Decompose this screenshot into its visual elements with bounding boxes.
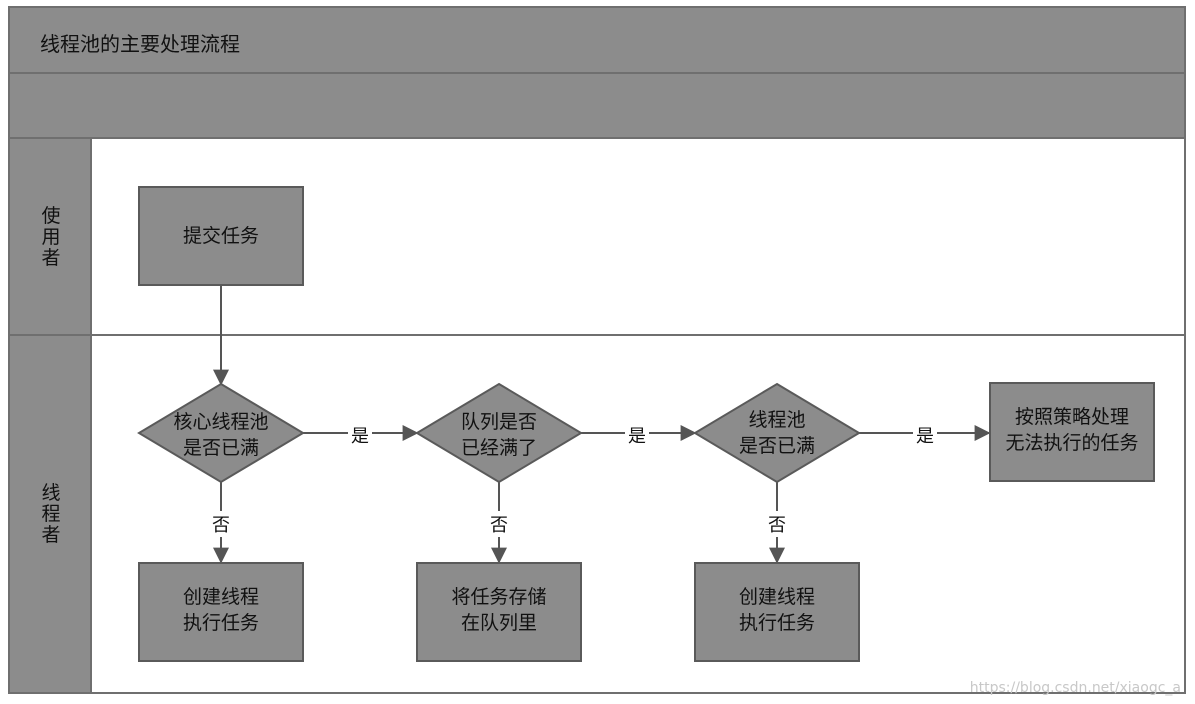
edge-label-pool-no: 否 — [765, 511, 789, 537]
node-create-thread-line1: 创建线程 — [738, 586, 816, 608]
node-core-full-line1: 核心线程池 — [173, 411, 269, 433]
node-core-full: 核心线程池 是否已满 — [173, 409, 268, 461]
node-pool-full-line2: 是否已满 — [738, 435, 816, 457]
node-create-thread-box — [694, 562, 860, 662]
node-pool-full-line1: 线程池 — [748, 409, 806, 431]
node-create-core-line2: 执行任务 — [182, 612, 260, 634]
lane-pool-label: 线程者 — [38, 482, 61, 546]
node-enqueue: 将任务存储 在队列里 — [451, 584, 546, 636]
edge-label-queue-no: 否 — [487, 511, 511, 537]
node-queue-full-line1: 队列是否 — [460, 411, 538, 433]
diagram-title: 线程池的主要处理流程 — [40, 32, 240, 56]
lane-user-label: 使用者 — [38, 205, 61, 268]
subtitle-band — [10, 74, 1184, 139]
node-queue-full-diamond — [415, 382, 583, 484]
node-reject-box — [989, 382, 1155, 482]
node-reject-line1: 按照策略处理 — [1014, 406, 1130, 428]
node-submit-box — [138, 186, 304, 286]
node-queue-full: 队列是否 已经满了 — [461, 409, 537, 461]
node-pool-full-diamond — [693, 382, 861, 484]
edge-label-pool-yes: 是 — [913, 422, 937, 448]
title-band: 线程池的主要处理流程 — [10, 8, 1184, 74]
node-create-core-box — [138, 562, 304, 662]
node-pool-full: 线程池 是否已满 — [739, 407, 815, 459]
node-core-full-line2: 是否已满 — [182, 437, 260, 459]
lane-user: 使用者 — [10, 139, 92, 336]
node-reject-line2: 无法执行的任务 — [1005, 432, 1139, 454]
node-create-core: 创建线程 执行任务 — [183, 584, 259, 636]
edge-label-core-no: 否 — [209, 511, 233, 537]
node-submit: 提交任务 — [183, 223, 259, 249]
watermark: https://blog.csdn.net/xiaogc_a — [969, 680, 1181, 696]
node-core-full-diamond — [137, 382, 305, 484]
lane-pool: 线程者 — [10, 336, 92, 692]
edge-label-queue-yes: 是 — [625, 422, 649, 448]
lane-divider — [92, 334, 1184, 336]
node-enqueue-box — [416, 562, 582, 662]
node-submit-line1: 提交任务 — [182, 225, 260, 247]
node-reject: 按照策略处理 无法执行的任务 — [1005, 404, 1138, 456]
node-create-thread-line2: 执行任务 — [738, 612, 816, 634]
node-queue-full-line2: 已经满了 — [460, 437, 538, 459]
node-create-thread: 创建线程 执行任务 — [739, 584, 815, 636]
node-enqueue-line1: 将任务存储 — [451, 586, 547, 608]
node-enqueue-line2: 在队列里 — [460, 612, 538, 634]
node-create-core-line1: 创建线程 — [182, 586, 260, 608]
edge-label-core-yes: 是 — [348, 422, 372, 448]
